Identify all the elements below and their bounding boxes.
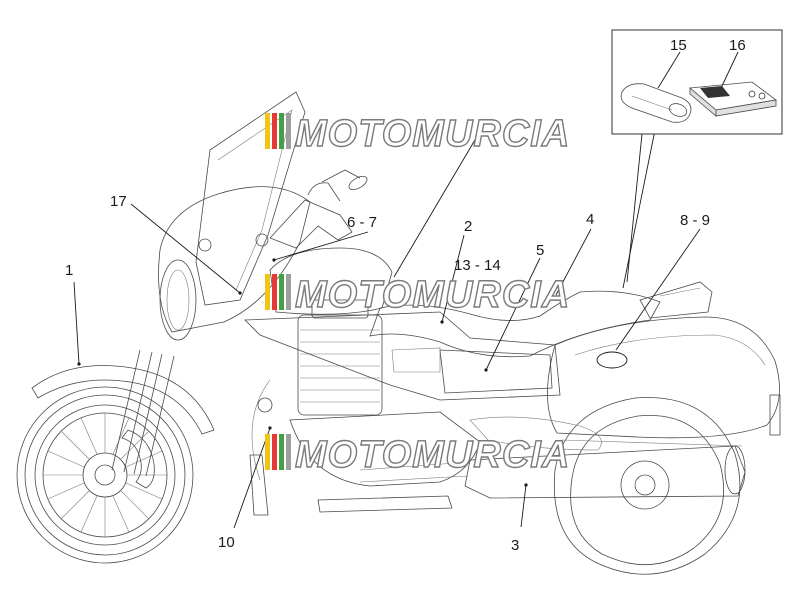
engine xyxy=(249,299,481,516)
watermark-text: MOTOMURCIA xyxy=(295,274,570,316)
watermark-top: MOTOMURCIA xyxy=(265,112,570,156)
motorcycle-drawing xyxy=(16,91,781,575)
callout-3: 3 xyxy=(511,537,519,554)
leader-1 xyxy=(73,281,80,365)
accessory-kit-inset xyxy=(611,29,783,135)
watermark-text: MOTOMURCIA xyxy=(295,434,570,476)
frame xyxy=(244,311,561,401)
saddlebag xyxy=(547,316,780,439)
windshield xyxy=(195,91,306,306)
leader-kit-box xyxy=(622,129,656,289)
callout-6-7: 6 - 7 xyxy=(347,214,377,231)
exhaust-tip xyxy=(724,445,746,495)
handlebars xyxy=(269,169,368,249)
callout-13-14: 13 - 14 xyxy=(454,257,501,274)
leader-lines xyxy=(73,127,701,529)
watermark-text: MOTOMURCIA xyxy=(295,113,570,155)
callout-4: 4 xyxy=(586,211,594,228)
side-cover xyxy=(439,349,553,394)
callout-10: 10 xyxy=(218,534,235,551)
license-plate-holder xyxy=(769,394,781,436)
callout-labels: 1 17 6 - 7 2 4 8 - 9 13 - 14 5 10 3 15 1… xyxy=(65,37,746,554)
callout-16: 16 xyxy=(729,37,746,54)
callout-2: 2 xyxy=(464,218,472,235)
leader-6-7-b xyxy=(393,127,483,278)
front-fork xyxy=(111,349,175,477)
rear-wheel xyxy=(553,397,741,575)
leader-17 xyxy=(130,203,241,294)
fuel-tank xyxy=(269,247,393,315)
headlight xyxy=(159,259,197,341)
front-wheel xyxy=(16,386,194,564)
mirror xyxy=(348,175,368,191)
front-fender xyxy=(31,365,215,435)
watermark-middle: MOTOMURCIA xyxy=(265,273,570,317)
luggage-rack xyxy=(639,281,713,319)
callout-17: 17 xyxy=(110,193,127,210)
decal-ellipse xyxy=(596,351,628,369)
callout-8-9: 8 - 9 xyxy=(680,212,710,229)
front-fairing xyxy=(158,186,311,333)
pouch-illustration xyxy=(620,51,692,123)
leader-5 xyxy=(485,257,541,371)
leader-2 xyxy=(441,234,465,323)
leader-4 xyxy=(555,228,592,296)
callout-1: 1 xyxy=(65,262,73,279)
callout-5: 5 xyxy=(536,242,544,259)
leader-3 xyxy=(520,484,527,528)
leader-8-9 xyxy=(615,228,701,351)
manual-booklet-illustration xyxy=(689,51,777,117)
watermark-bottom: MOTOMURCIA xyxy=(265,433,570,477)
leader-6-7 xyxy=(273,231,369,261)
leader-10 xyxy=(233,427,271,529)
callout-15: 15 xyxy=(670,37,687,54)
seat xyxy=(369,290,661,358)
